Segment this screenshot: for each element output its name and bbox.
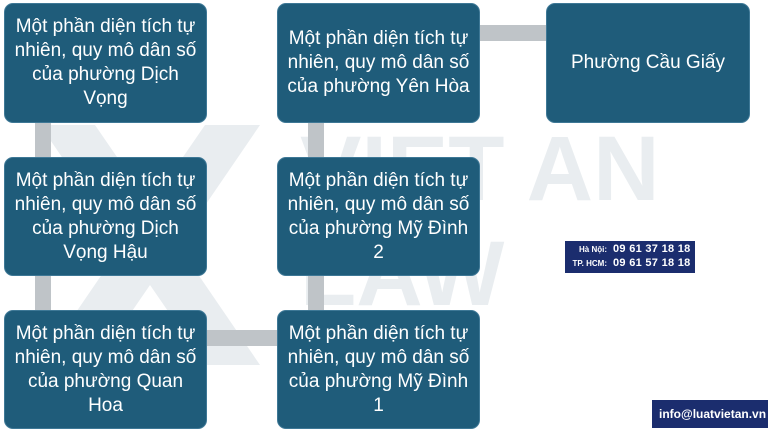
phone-row-hanoi: Hà Nội: 09 61 37 18 18 [569, 243, 691, 257]
hcm-label: TP. HCM: [572, 259, 607, 268]
node-my-dinh-1-label: Một phần diện tích tự nhiên, quy mô dân … [287, 322, 470, 416]
node-my-dinh-1: Một phần diện tích tự nhiên, quy mô dân … [277, 310, 480, 429]
node-yen-hoa-label: Một phần diện tích tự nhiên, quy mô dân … [287, 28, 470, 97]
connector-mydinh2-yenhoa [308, 122, 324, 158]
connector-yenhoa-caugiay [479, 25, 547, 41]
node-dich-vong: Một phần diện tích tự nhiên, quy mô dân … [4, 3, 207, 123]
hcm-phone: 09 61 57 18 18 [613, 257, 691, 269]
email-badge: info@luatvietan.vn [652, 400, 768, 428]
connector-quanhoa-mydinh1 [206, 330, 278, 346]
connector-mydinh1-mydinh2 [308, 275, 324, 311]
node-dich-vong-hau-label: Một phần diện tích tự nhiên, quy mô dân … [14, 169, 197, 263]
hanoi-phone: 09 61 37 18 18 [613, 243, 691, 255]
node-my-dinh-2: Một phần diện tích tự nhiên, quy mô dân … [277, 157, 480, 276]
node-quan-hoa: Một phần diện tích tự nhiên, quy mô dân … [4, 310, 207, 429]
phone-badge: Hà Nội: 09 61 37 18 18 TP. HCM: 09 61 57… [565, 241, 695, 273]
connector-dichvonghau-quanhoa [35, 275, 51, 311]
phone-row-hcm: TP. HCM: 09 61 57 18 18 [569, 257, 691, 271]
node-yen-hoa: Một phần diện tích tự nhiên, quy mô dân … [277, 3, 480, 123]
node-quan-hoa-label: Một phần diện tích tự nhiên, quy mô dân … [14, 322, 197, 416]
node-dich-vong-hau: Một phần diện tích tự nhiên, quy mô dân … [4, 157, 207, 276]
node-my-dinh-2-label: Một phần diện tích tự nhiên, quy mô dân … [287, 169, 470, 263]
node-dich-vong-label: Một phần diện tích tự nhiên, quy mô dân … [14, 16, 197, 109]
hanoi-label: Hà Nội: [579, 245, 607, 254]
node-cau-giay-label: Phường Cầu Giấy [570, 52, 726, 73]
node-cau-giay: Phường Cầu Giấy [546, 3, 750, 123]
connector-dichvong-dichvonghau [35, 122, 51, 158]
